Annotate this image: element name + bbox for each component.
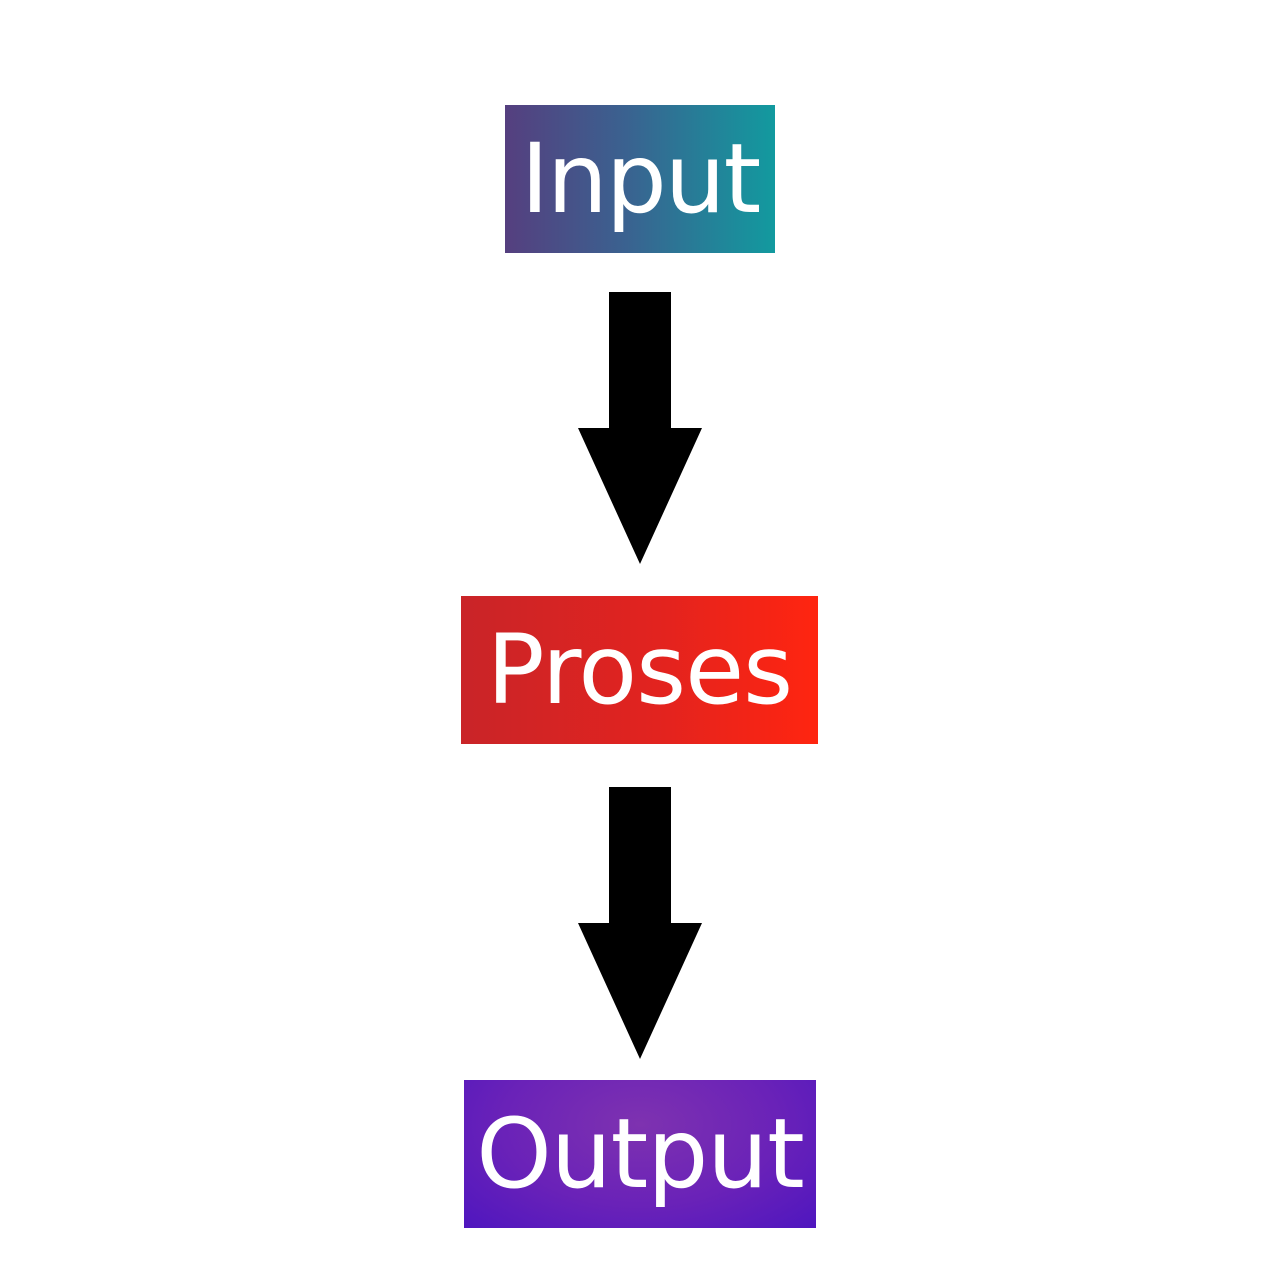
node-proses-label: Proses (486, 614, 793, 726)
node-proses: Proses (461, 596, 818, 744)
arrow-down-icon (578, 292, 702, 564)
node-output: Output (464, 1080, 816, 1228)
node-input-label: Input (520, 123, 762, 235)
node-output-label: Output (476, 1098, 804, 1210)
node-input: Input (505, 105, 775, 253)
arrow-down-icon (578, 787, 702, 1059)
